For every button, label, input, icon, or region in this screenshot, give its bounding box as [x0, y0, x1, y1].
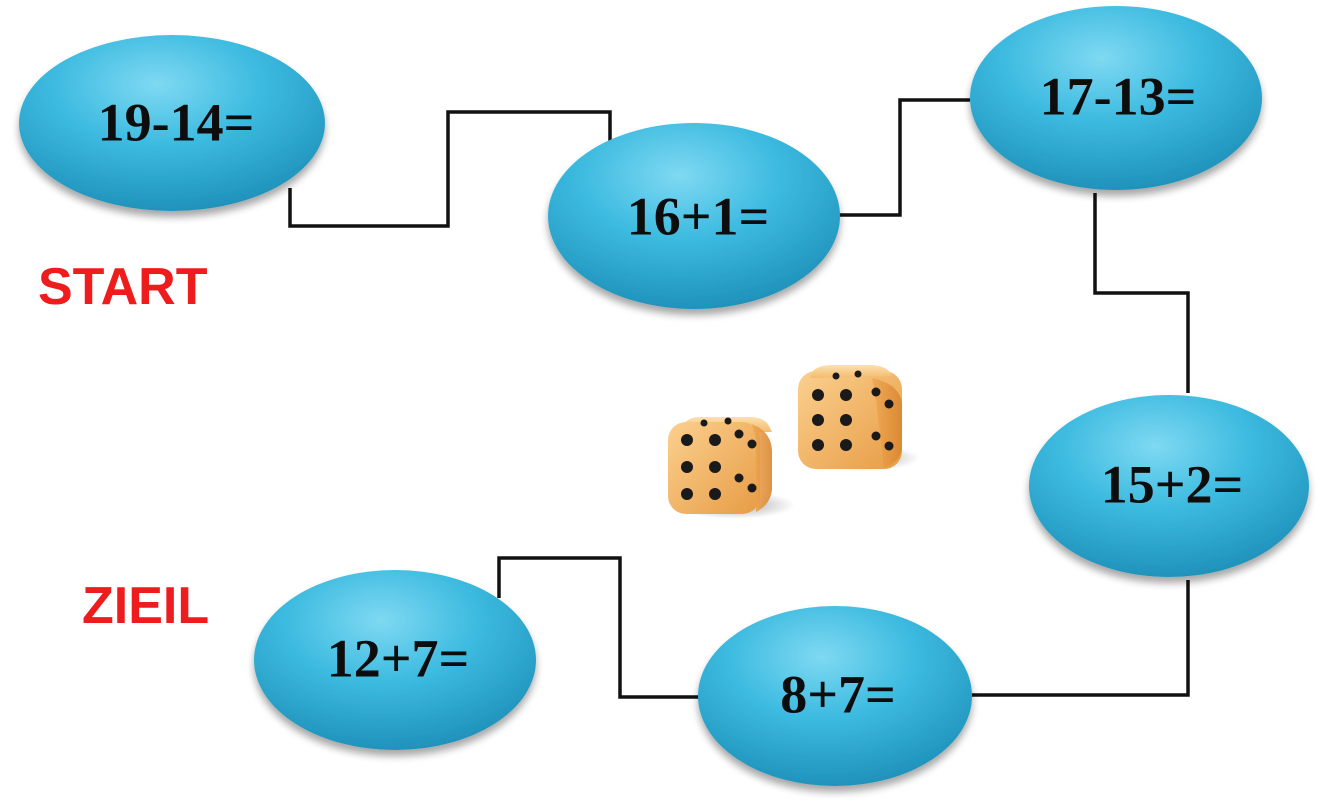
field-6-equation: 12+7= — [327, 628, 470, 688]
connector-5-6 — [497, 556, 700, 699]
field-2-equation: 16+1= — [627, 186, 770, 246]
field-1-equation: 19-14= — [98, 92, 255, 152]
field-6-oval — [254, 570, 536, 750]
field-3[interactable]: 17-13= — [970, 6, 1262, 190]
field-4-equation: 15+2= — [1101, 454, 1244, 514]
die-left-pips — [681, 417, 757, 500]
field-3-equation: 17-13= — [1040, 66, 1197, 126]
field-5-equation: 8+7= — [780, 664, 896, 724]
path-connectors — [288, 98, 1190, 699]
field-6[interactable]: 12+7= — [254, 570, 536, 750]
field-4-oval — [1029, 395, 1309, 577]
dice-pair[interactable] — [668, 365, 920, 519]
die-icon[interactable] — [668, 417, 795, 519]
connector-3-4 — [1093, 193, 1190, 393]
field-1[interactable]: 19-14= — [19, 35, 325, 211]
field-2-oval — [548, 123, 840, 309]
die-right-pips — [812, 370, 894, 451]
connector-4-5 — [972, 580, 1190, 697]
connector-1-2 — [288, 110, 612, 228]
field-3-oval — [970, 6, 1262, 190]
finish-label: ZIEIL — [82, 577, 209, 635]
field-5[interactable]: 8+7= — [698, 606, 972, 786]
connector-2-3 — [832, 98, 970, 217]
die-icon[interactable] — [798, 365, 920, 471]
field-4[interactable]: 15+2= — [1029, 395, 1309, 577]
start-label: START — [38, 258, 208, 316]
field-1-oval — [19, 35, 325, 211]
field-2[interactable]: 16+1= — [548, 123, 840, 309]
field-5-oval — [698, 606, 972, 786]
